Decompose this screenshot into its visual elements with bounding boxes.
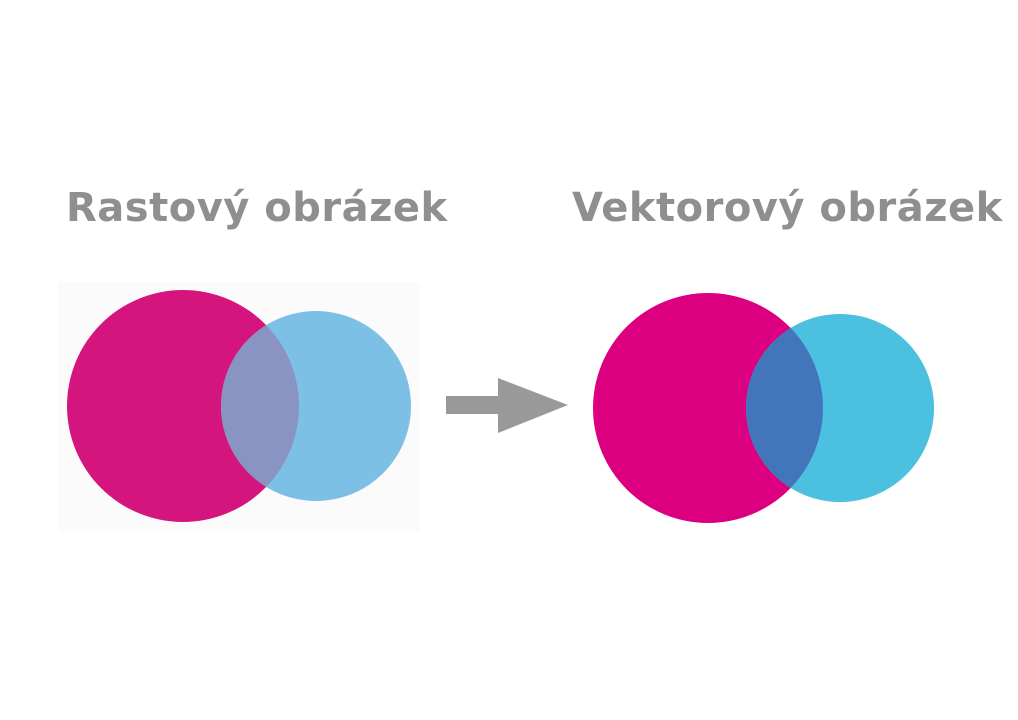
vector-magenta-circle: [593, 293, 823, 523]
vector-image-label: Vektorový obrázek: [572, 185, 1003, 231]
right-arrow-icon: [446, 378, 568, 433]
raster-image-label: Rastový obrázek: [66, 185, 448, 231]
raster-overlap-region: [221, 311, 299, 501]
raster-venn: [67, 290, 411, 522]
vector-venn: [593, 293, 934, 523]
